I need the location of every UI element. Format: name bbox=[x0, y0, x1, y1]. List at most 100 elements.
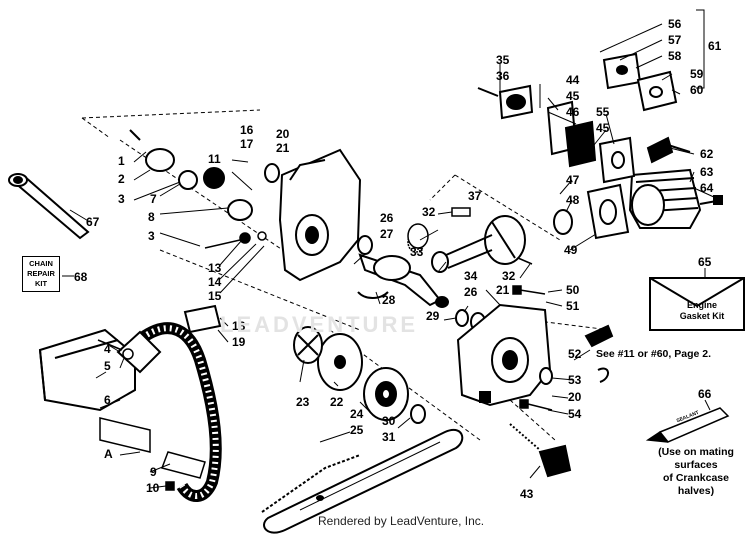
oil-cap-part-2 bbox=[129, 129, 175, 172]
callout-44: 44 bbox=[566, 73, 580, 87]
callout-53: 53 bbox=[568, 373, 582, 387]
bolt-part-64 bbox=[699, 195, 723, 205]
callout-8: 8 bbox=[148, 210, 155, 224]
callout-49: 49 bbox=[564, 243, 578, 257]
callout-51: 51 bbox=[566, 299, 580, 313]
callout-14: 14 bbox=[208, 275, 222, 289]
callout-33: 33 bbox=[410, 245, 424, 259]
callout-20b: 20 bbox=[568, 390, 582, 404]
callout-leaders bbox=[62, 9, 717, 489]
bolt-part-54 bbox=[519, 399, 553, 411]
callout-10: 10 bbox=[146, 481, 160, 495]
callout-11: 11 bbox=[208, 152, 221, 166]
callout-16: 16 bbox=[240, 123, 254, 137]
screw-part-13 bbox=[204, 231, 267, 249]
callout-7: 7 bbox=[150, 192, 157, 206]
callout-A: A bbox=[104, 447, 113, 461]
primer-part-43 bbox=[509, 423, 572, 478]
callout-21b: 21 bbox=[496, 283, 510, 297]
chain-repair-kit-line2: REPAIR bbox=[27, 269, 55, 278]
callout-50: 50 bbox=[566, 283, 580, 297]
ring-part-48 bbox=[553, 209, 573, 235]
callout-60: 60 bbox=[690, 83, 704, 97]
callout-31: 31 bbox=[382, 430, 396, 444]
callout-17: 17 bbox=[240, 137, 254, 151]
callout-48: 48 bbox=[566, 193, 580, 207]
callout-61: 61 bbox=[708, 39, 722, 53]
callout-66: 66 bbox=[698, 387, 712, 401]
chain-repair-kit-line1: CHAIN bbox=[29, 259, 53, 268]
callout-1: 1 bbox=[118, 154, 125, 168]
handle-bracket-part-9 bbox=[161, 451, 206, 491]
callout-26: 26 bbox=[380, 211, 394, 225]
sealant-note-line1: (Use on mating bbox=[658, 446, 734, 458]
cover-part-58 bbox=[602, 52, 642, 90]
callout-63: 63 bbox=[700, 165, 714, 179]
engine-gasket-kit-line1: Engine bbox=[686, 300, 717, 310]
lever-part-52 bbox=[584, 324, 614, 383]
callout-28: 28 bbox=[382, 293, 396, 307]
gasket-part-46 bbox=[564, 120, 597, 168]
callout-45: 45 bbox=[566, 89, 580, 103]
callout-43: 43 bbox=[520, 487, 534, 501]
front-handle bbox=[116, 322, 222, 502]
see-note: See #11 or #60, Page 2. bbox=[596, 348, 711, 360]
chain-guard-part-A bbox=[99, 417, 151, 453]
clutch-drum-part-22 bbox=[317, 333, 363, 391]
callout-5: 5 bbox=[104, 359, 111, 373]
callout-20: 20 bbox=[276, 127, 290, 141]
clutch-part-23 bbox=[293, 326, 323, 364]
reed-part-59 bbox=[636, 70, 678, 112]
callout-4: 4 bbox=[104, 342, 111, 356]
callout-64: 64 bbox=[700, 181, 714, 195]
callout-22: 22 bbox=[330, 395, 344, 409]
piston-part-37 bbox=[431, 215, 526, 273]
washer-part-31 bbox=[410, 404, 426, 424]
callout-29: 29 bbox=[426, 309, 440, 323]
credit-text: Rendered by LeadVenture, Inc. bbox=[318, 514, 485, 528]
crankcase-left-part-21 bbox=[278, 148, 362, 282]
callout-13: 13 bbox=[208, 261, 222, 275]
guide-bar-part-24 bbox=[263, 429, 464, 534]
callout-67: 67 bbox=[86, 215, 100, 229]
callout-55: 55 bbox=[596, 105, 610, 119]
callout-37: 37 bbox=[468, 189, 482, 203]
saw-chain-part-25 bbox=[261, 454, 361, 513]
callout-numbers: 1 2 3 7 8 3 13 14 15 11 12 16 17 20 21 4… bbox=[74, 17, 722, 501]
callout-59: 59 bbox=[690, 67, 704, 81]
callout-6: 6 bbox=[104, 393, 111, 407]
sealant-note-line3: of Crankcase bbox=[663, 472, 729, 484]
cover-part-8 bbox=[227, 199, 253, 221]
callout-27: 27 bbox=[380, 227, 394, 241]
callout-57: 57 bbox=[668, 33, 682, 47]
cylinder-part-63 bbox=[628, 168, 702, 229]
gasket-part-49 bbox=[586, 183, 630, 240]
engine-gasket-kit-line2: Gasket Kit bbox=[679, 311, 725, 321]
callout-46: 46 bbox=[566, 105, 580, 119]
sprocket-part-30 bbox=[363, 367, 409, 421]
callout-9: 9 bbox=[150, 465, 157, 479]
callout-21: 21 bbox=[276, 141, 290, 155]
callout-3b: 3 bbox=[148, 229, 155, 243]
bolt-part-50 bbox=[512, 285, 546, 295]
engine-gasket-kit-envelope bbox=[649, 277, 745, 331]
crankshaft-part-28 bbox=[357, 253, 449, 308]
callout-25: 25 bbox=[350, 423, 364, 437]
air-filter-part-36 bbox=[477, 84, 534, 120]
intake-part-55 bbox=[598, 136, 636, 184]
callout-32: 32 bbox=[422, 205, 436, 219]
sealant-note-line2: surfaces bbox=[674, 459, 718, 471]
sealant-tube bbox=[645, 407, 730, 443]
pump-part-7 bbox=[178, 167, 225, 190]
seal-part-20 bbox=[264, 163, 553, 385]
chain-repair-kit-line3: KIT bbox=[34, 279, 48, 288]
callout-3: 3 bbox=[118, 192, 125, 206]
chain-repair-kit-box: CHAIN REPAIR KIT bbox=[22, 256, 60, 292]
callout-15: 15 bbox=[208, 289, 222, 303]
spark-plug-part-62 bbox=[646, 136, 691, 164]
callout-58: 58 bbox=[668, 49, 682, 63]
callout-19: 19 bbox=[232, 335, 246, 349]
callout-30: 30 bbox=[382, 414, 396, 428]
wrench-part-67 bbox=[8, 173, 90, 240]
